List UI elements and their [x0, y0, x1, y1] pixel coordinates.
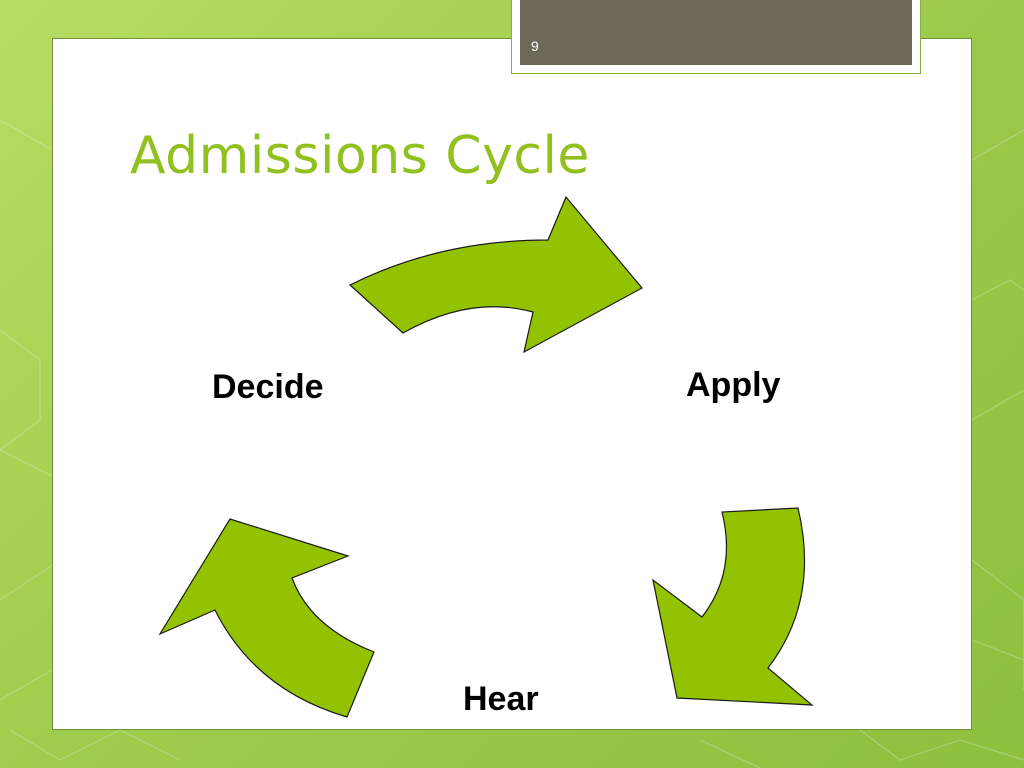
arrow-hear-to-decide: [158, 518, 375, 718]
stage-label-decide: Decide: [212, 368, 324, 406]
arrow-decide-to-apply: [348, 195, 643, 354]
slide-number-tab-fill: [520, 0, 912, 65]
arrow-apply-to-hear: [652, 507, 814, 706]
stage-label-apply: Apply: [686, 366, 781, 404]
slide-page-number: 9: [531, 38, 539, 54]
stage-label-hear: Hear: [463, 680, 539, 718]
slide-title: Admissions Cycle: [130, 126, 590, 186]
slide-number-tab: [511, 0, 921, 74]
